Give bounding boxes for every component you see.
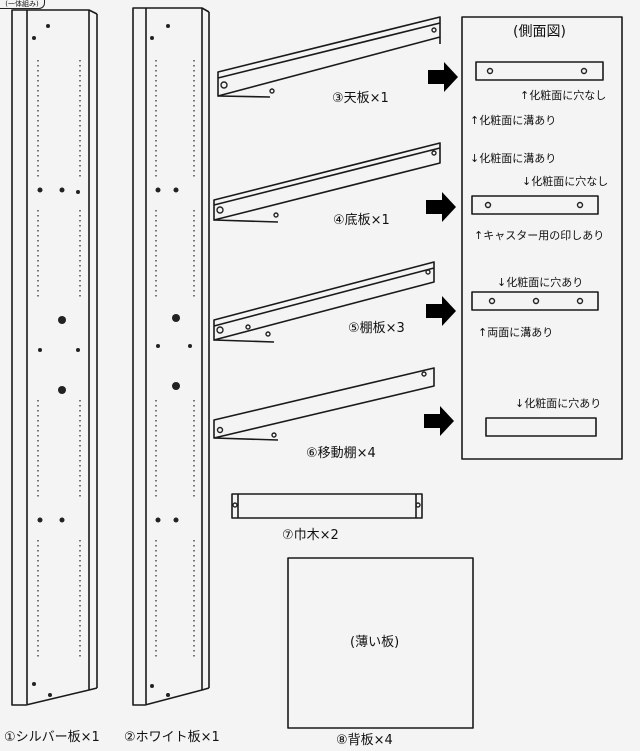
- arrow-right-icon: [426, 192, 456, 222]
- label-movable-shelf: ⑥移動棚×4: [306, 446, 376, 461]
- movable-shelf: [213, 367, 435, 441]
- side-view-top-board: [475, 61, 604, 81]
- side-view-bottom-board: [471, 195, 599, 215]
- label-back-panel: ⑧背板×4: [336, 733, 393, 748]
- back-panel-center-text: (薄い板): [350, 635, 400, 650]
- label-bottom-board: ④底板×1: [333, 213, 390, 228]
- top-board: [217, 16, 441, 98]
- side-shelf-note1: ↓化粧面に穴あり: [497, 276, 584, 289]
- arrow-right-icon: [428, 62, 458, 92]
- label-top-board: ③天板×1: [332, 91, 389, 106]
- back-panel: [287, 557, 474, 729]
- label-shelf-board: ⑤棚板×3: [348, 321, 405, 336]
- baseboard: [231, 493, 423, 519]
- side-top-note1: ↑化粧面に穴なし: [520, 89, 607, 102]
- side-view-title: (側面図): [513, 24, 566, 40]
- side-view-shelf-board: [471, 291, 599, 311]
- arrow-right-icon: [426, 296, 456, 326]
- side-view-box: [461, 16, 623, 460]
- side-bottom-note2: ↓化粧面に穴なし: [522, 175, 609, 188]
- side-move-note1: ↓化粧面に穴あり: [515, 397, 602, 410]
- side-bottom-note3: ↑キャスター用の印しあり: [474, 229, 605, 242]
- label-silver-panel: ①シルバー板×1: [4, 730, 100, 745]
- shelf-board: [213, 261, 435, 343]
- white-side-panel: [132, 7, 210, 706]
- side-view-movable-shelf: [485, 417, 597, 437]
- label-white-panel: ②ホワイト板×1: [124, 730, 220, 745]
- header-tag: (一体組み): [0, 0, 45, 9]
- side-bottom-note1: ↓化粧面に溝あり: [470, 152, 557, 165]
- side-top-note2: ↑化粧面に溝あり: [470, 114, 557, 127]
- bottom-board: [213, 142, 441, 223]
- silver-side-panel: [11, 9, 98, 706]
- arrow-right-icon: [424, 406, 454, 436]
- side-shelf-note2: ↑両面に溝あり: [478, 326, 554, 339]
- label-baseboard: ⑦巾木×2: [282, 528, 339, 543]
